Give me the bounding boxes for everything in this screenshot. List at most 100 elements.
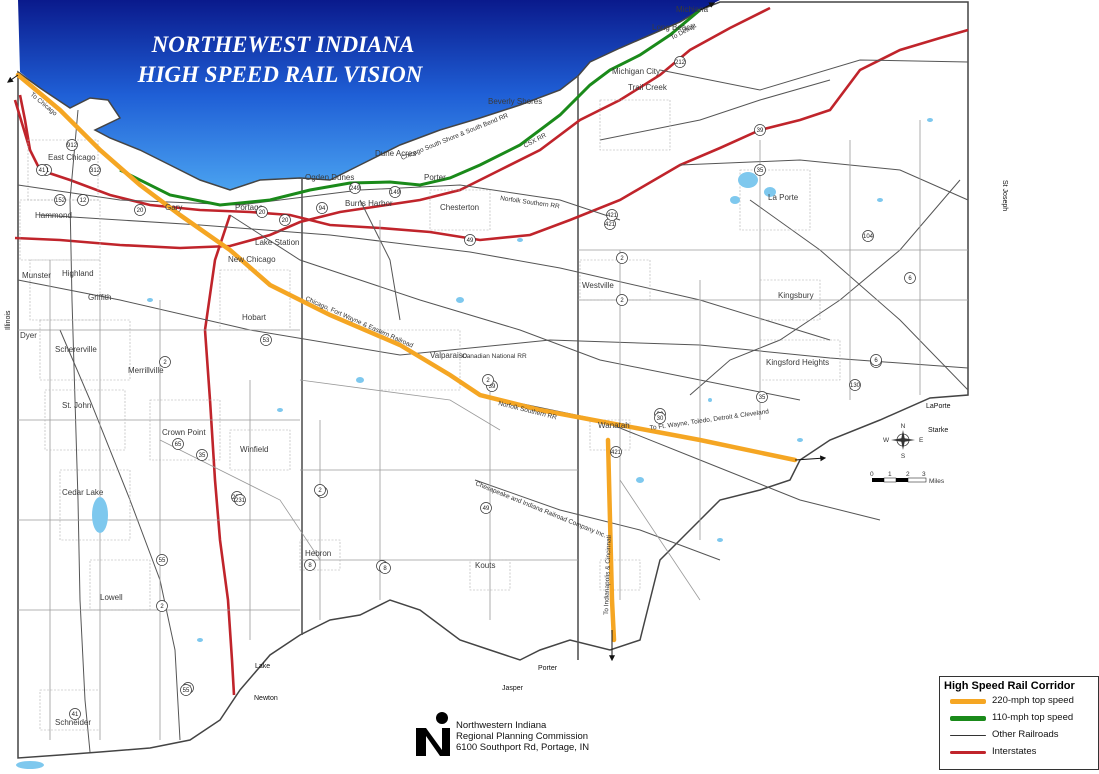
rail-label: To Indianapolis & Cincinnati — [603, 535, 613, 615]
route-shield: 421 — [606, 209, 618, 221]
town-labels: East Chicago Hammond Gary Lake Station N… — [20, 5, 829, 727]
svg-text:152: 152 — [55, 198, 66, 204]
route-shield: 2 — [159, 356, 171, 368]
route-shield: 20 — [256, 206, 268, 218]
town-label: Wanatah — [598, 421, 630, 430]
town-label: Hobart — [242, 313, 267, 322]
svg-text:E: E — [919, 437, 924, 444]
svg-text:249: 249 — [350, 186, 361, 192]
svg-text:212: 212 — [675, 60, 686, 66]
svg-text:2: 2 — [160, 604, 164, 610]
svg-text:149: 149 — [390, 190, 401, 196]
nirpc-logo-icon — [416, 712, 450, 756]
svg-text:2: 2 — [486, 378, 490, 384]
svg-text:49: 49 — [483, 506, 490, 512]
town-label: Winfield — [240, 445, 268, 454]
town-label: East Chicago — [48, 153, 96, 162]
route-shield: 55 — [180, 684, 192, 696]
svg-text:20: 20 — [137, 208, 144, 214]
town-label: Westville — [582, 281, 614, 290]
route-shield: 20 — [279, 214, 291, 226]
route-shield: 55 — [156, 554, 168, 566]
route-shield: 49 — [464, 234, 476, 246]
svg-text:2: 2 — [620, 256, 624, 262]
town-label: New Chicago — [228, 255, 276, 264]
town-label: St. John — [62, 401, 91, 410]
route-shield: 30 — [654, 412, 666, 424]
svg-text:1: 1 — [888, 471, 892, 478]
map-title-line1: NORTHEWEST INDIANA — [151, 32, 415, 57]
county-label: Lake — [255, 663, 270, 670]
map-title-line2: HIGH SPEED RAIL VISION — [137, 62, 424, 87]
rail-label: Canadian National RR — [462, 353, 527, 360]
route-shields: 3129124115212202491492049944212610413083… — [36, 56, 916, 720]
rail-label: Norfolk Southern RR — [500, 195, 561, 210]
svg-text:12: 12 — [80, 198, 87, 204]
route-shield: 94 — [316, 202, 328, 214]
route-shield: 35 — [196, 449, 208, 461]
route-shield: 35 — [756, 391, 768, 403]
svg-text:0: 0 — [870, 471, 874, 478]
svg-text:421: 421 — [605, 222, 616, 228]
legend: High Speed Rail Corridor 220-mph top spe… — [939, 676, 1099, 770]
town-label: Crown Point — [162, 428, 206, 437]
county-label: St Joseph — [1001, 180, 1008, 211]
town-label: Long Beach — [652, 23, 695, 32]
town-label: Michigan City — [612, 67, 660, 76]
route-shield: 20 — [134, 204, 146, 216]
svg-text:20: 20 — [259, 210, 266, 216]
svg-text:39: 39 — [489, 384, 496, 390]
rail-label: Chesapeake and Indiana Railroad Company … — [474, 480, 607, 539]
svg-text:421: 421 — [611, 450, 622, 456]
svg-text:20: 20 — [282, 218, 289, 224]
svg-text:94: 94 — [319, 206, 326, 212]
svg-text:6: 6 — [874, 358, 878, 364]
town-label: Highland — [62, 269, 94, 278]
svg-text:N: N — [901, 423, 906, 430]
county-label: Newton — [254, 695, 278, 702]
svg-text:8: 8 — [383, 566, 387, 572]
route-shield: 6 — [904, 272, 916, 284]
town-label: La Porte — [768, 193, 799, 202]
nirpc-credit: Northwestern Indiana Regional Planning C… — [414, 712, 634, 762]
svg-text:S: S — [901, 453, 906, 460]
route-shield: 249 — [349, 182, 361, 194]
town-label: Lowell — [100, 593, 123, 602]
svg-text:35: 35 — [759, 395, 766, 401]
county-label: Illinois — [5, 310, 12, 330]
legend-title: High Speed Rail Corridor — [944, 680, 1075, 692]
town-label: Ogden Dunes — [305, 173, 354, 182]
town-label: Trail Creek — [628, 83, 668, 92]
svg-text:421: 421 — [607, 213, 618, 219]
region-outline — [17, 1, 969, 759]
county-labels: Lake Porter LaPorte Newton Jasper Starke… — [5, 180, 1008, 702]
route-shield: 104 — [862, 230, 874, 242]
town-label: Hebron — [305, 549, 331, 558]
route-shield: 2 — [482, 374, 494, 386]
svg-text:104: 104 — [863, 234, 874, 240]
org-subname: Regional Planning Commission — [456, 731, 589, 742]
svg-text:6: 6 — [908, 276, 912, 282]
svg-text:130: 130 — [850, 383, 861, 389]
svg-text:912: 912 — [67, 143, 78, 149]
county-label: LaPorte — [926, 403, 951, 410]
town-label: Schererville — [55, 345, 97, 354]
town-label: Cedar Lake — [62, 488, 104, 497]
svg-text:2: 2 — [906, 471, 910, 478]
rail-label: To Ft. Wayne, Toledo, Detroit & Clevelan… — [649, 408, 769, 432]
town-label: Dyer — [20, 331, 37, 340]
route-shield: 912 — [66, 139, 78, 151]
route-shield: 12 — [77, 194, 89, 206]
town-label: Griffith — [88, 293, 111, 302]
route-shield: 312 — [89, 164, 101, 176]
svg-text:39: 39 — [757, 128, 764, 134]
route-shield: 49 — [480, 502, 492, 514]
compass-rose: N S E W — [883, 423, 924, 460]
svg-text:2: 2 — [620, 298, 624, 304]
route-shield: 421 — [610, 446, 622, 458]
town-label: Chesterton — [440, 203, 479, 212]
route-shield: 65 — [172, 438, 184, 450]
other-railroads — [17, 59, 969, 753]
town-label: Michiana — [676, 5, 709, 14]
